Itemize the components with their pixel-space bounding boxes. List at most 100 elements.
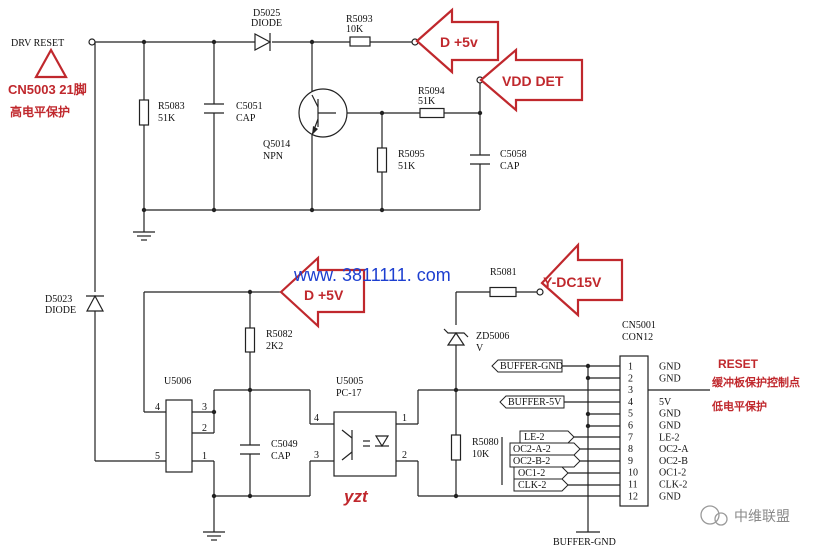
u5005-ref: U5005 (336, 376, 363, 387)
d5v-top-label: D +5v (440, 34, 478, 50)
vdd-det-label: VDD DET (502, 73, 564, 89)
connector-pin-number: 5 (628, 409, 633, 420)
u5006-pin-4: 4 (155, 402, 160, 413)
connector-pin-number: 7 (628, 432, 633, 443)
connector-pin-number: 1 (628, 362, 633, 373)
c5051-value: CAP (236, 113, 256, 124)
d5v-mid-arrow (279, 255, 366, 329)
r5083-ref: R5083 (158, 101, 185, 112)
resistor-r5081 (489, 286, 517, 298)
r5081-ref: R5081 (490, 267, 517, 278)
resistor-r5095 (376, 147, 388, 173)
u5006-pin-1: 1 (202, 451, 207, 462)
cn5003-triangle (34, 47, 68, 79)
connector-pin-number: 9 (628, 456, 633, 467)
drv-reset-label: DRV RESET (11, 38, 64, 49)
u5005-pin-3: 3 (314, 450, 319, 461)
d5v-mid-label: D +5V (304, 287, 344, 303)
svg-text:OC2-B-2: OC2-B-2 (513, 456, 550, 467)
u5006-pin-2: 2 (202, 423, 207, 434)
connector-pin-number: 3 (628, 385, 633, 396)
svg-text:CLK-2: CLK-2 (518, 480, 546, 491)
svg-text:OC2-A-2: OC2-A-2 (513, 444, 551, 455)
d5023-ref: D5023 (45, 294, 72, 305)
buffer-gnd-label: BUFFER-GND (553, 537, 616, 548)
connector-pin-name: OC2-A (659, 444, 689, 455)
capacitor-c5058 (470, 154, 490, 165)
transistor-q5014 (298, 88, 348, 138)
connector-pin-name: OC1-2 (659, 468, 686, 479)
r5080-value: 10K (472, 449, 490, 460)
watermark-text: 中维联盟 (734, 509, 790, 525)
connector-pin-name: LE-2 (659, 432, 680, 443)
connector-pin-name: OC2-B (659, 456, 688, 467)
zener-zd5006 (443, 328, 469, 346)
cn5003-label: CN5003 21脚 (8, 82, 87, 97)
flag-le-2: LE-2 (519, 430, 575, 444)
diode-d5025 (254, 33, 272, 51)
c5058-ref: C5058 (500, 149, 527, 160)
reset-note-2: 低电平保护 (711, 399, 767, 413)
ground-symbol-top (133, 231, 155, 241)
r5082-ref: R5082 (266, 329, 293, 340)
connector-pin-name: 5V (659, 397, 672, 408)
cn5003-note: 高电平保护 (10, 104, 70, 119)
flag-buffer-5v: BUFFER-5V (499, 395, 565, 409)
c5049-ref: C5049 (271, 439, 298, 450)
d5025-value: DIODE (251, 18, 282, 29)
svg-text:BUFFER-GND: BUFFER-GND (500, 361, 563, 372)
signature-yzt: yzt (343, 487, 369, 506)
connector-pin-number: 4 (628, 397, 633, 408)
cn5001-value: CON12 (622, 332, 653, 343)
bottom-wires (94, 291, 710, 533)
c5058-value: CAP (500, 161, 520, 172)
d5023-value: DIODE (45, 305, 76, 316)
u5005-pin-4: 4 (314, 413, 319, 424)
u5006-pin-5: 5 (155, 451, 160, 462)
q5014-ref: Q5014 (263, 139, 290, 150)
u5006-ref: U5006 (164, 376, 191, 387)
r5082-value: 2K2 (266, 341, 283, 352)
vdd-det-arrow (479, 47, 584, 113)
flag-oc2-b-2: OC2-B-2 (509, 454, 581, 468)
connector-pin-number: 6 (628, 421, 633, 432)
ground-symbol-bottom (203, 531, 225, 541)
u5006-pin-3: 3 (202, 402, 207, 413)
r5095-ref: R5095 (398, 149, 425, 160)
connector-pin-number: 12 (628, 491, 638, 502)
flag-buffer-gnd: BUFFER-GND (491, 359, 563, 373)
connector-pin-number: 8 (628, 444, 633, 455)
svg-text:BUFFER-5V: BUFFER-5V (508, 397, 562, 408)
svg-text:OC1-2: OC1-2 (518, 468, 545, 479)
connector-pin-name: GND (659, 491, 681, 502)
website-watermark: www. 3811111. com (293, 265, 451, 285)
u5005-pin-1: 1 (402, 413, 407, 424)
reset-label: RESET (718, 357, 759, 371)
flag-clk-2: CLK-2 (513, 478, 569, 492)
resistor-r5083 (138, 99, 150, 126)
r5080-ref: R5080 (472, 437, 499, 448)
bottom-junctions (211, 288, 591, 499)
reset-note-1: 缓冲板保护控制点 (712, 375, 800, 389)
connector-pin-name: CLK-2 (659, 480, 687, 491)
c5051-ref: C5051 (236, 101, 263, 112)
d5025-ref: D5025 (253, 8, 280, 19)
resistor-r5094 (419, 107, 445, 119)
c5049-value: CAP (271, 451, 291, 462)
q5014-value: NPN (263, 151, 283, 162)
connector-pin-name: GND (659, 421, 681, 432)
u5005-pin-2: 2 (402, 450, 407, 461)
optocoupler-u5005 (333, 411, 397, 477)
svg-text:LE-2: LE-2 (524, 432, 545, 443)
connector-pin-name: GND (659, 373, 681, 384)
capacitor-c5051 (204, 103, 224, 114)
r5093-ref: R5093 (346, 14, 373, 25)
connector-pin-number: 10 (628, 468, 638, 479)
zd5006-ref: ZD5006 (476, 331, 509, 342)
zd5006-value: V (476, 343, 484, 354)
r5094-ref: R5094 (418, 86, 445, 97)
connector-pin-number: 11 (628, 480, 638, 491)
r5095-value: 51K (398, 161, 416, 172)
